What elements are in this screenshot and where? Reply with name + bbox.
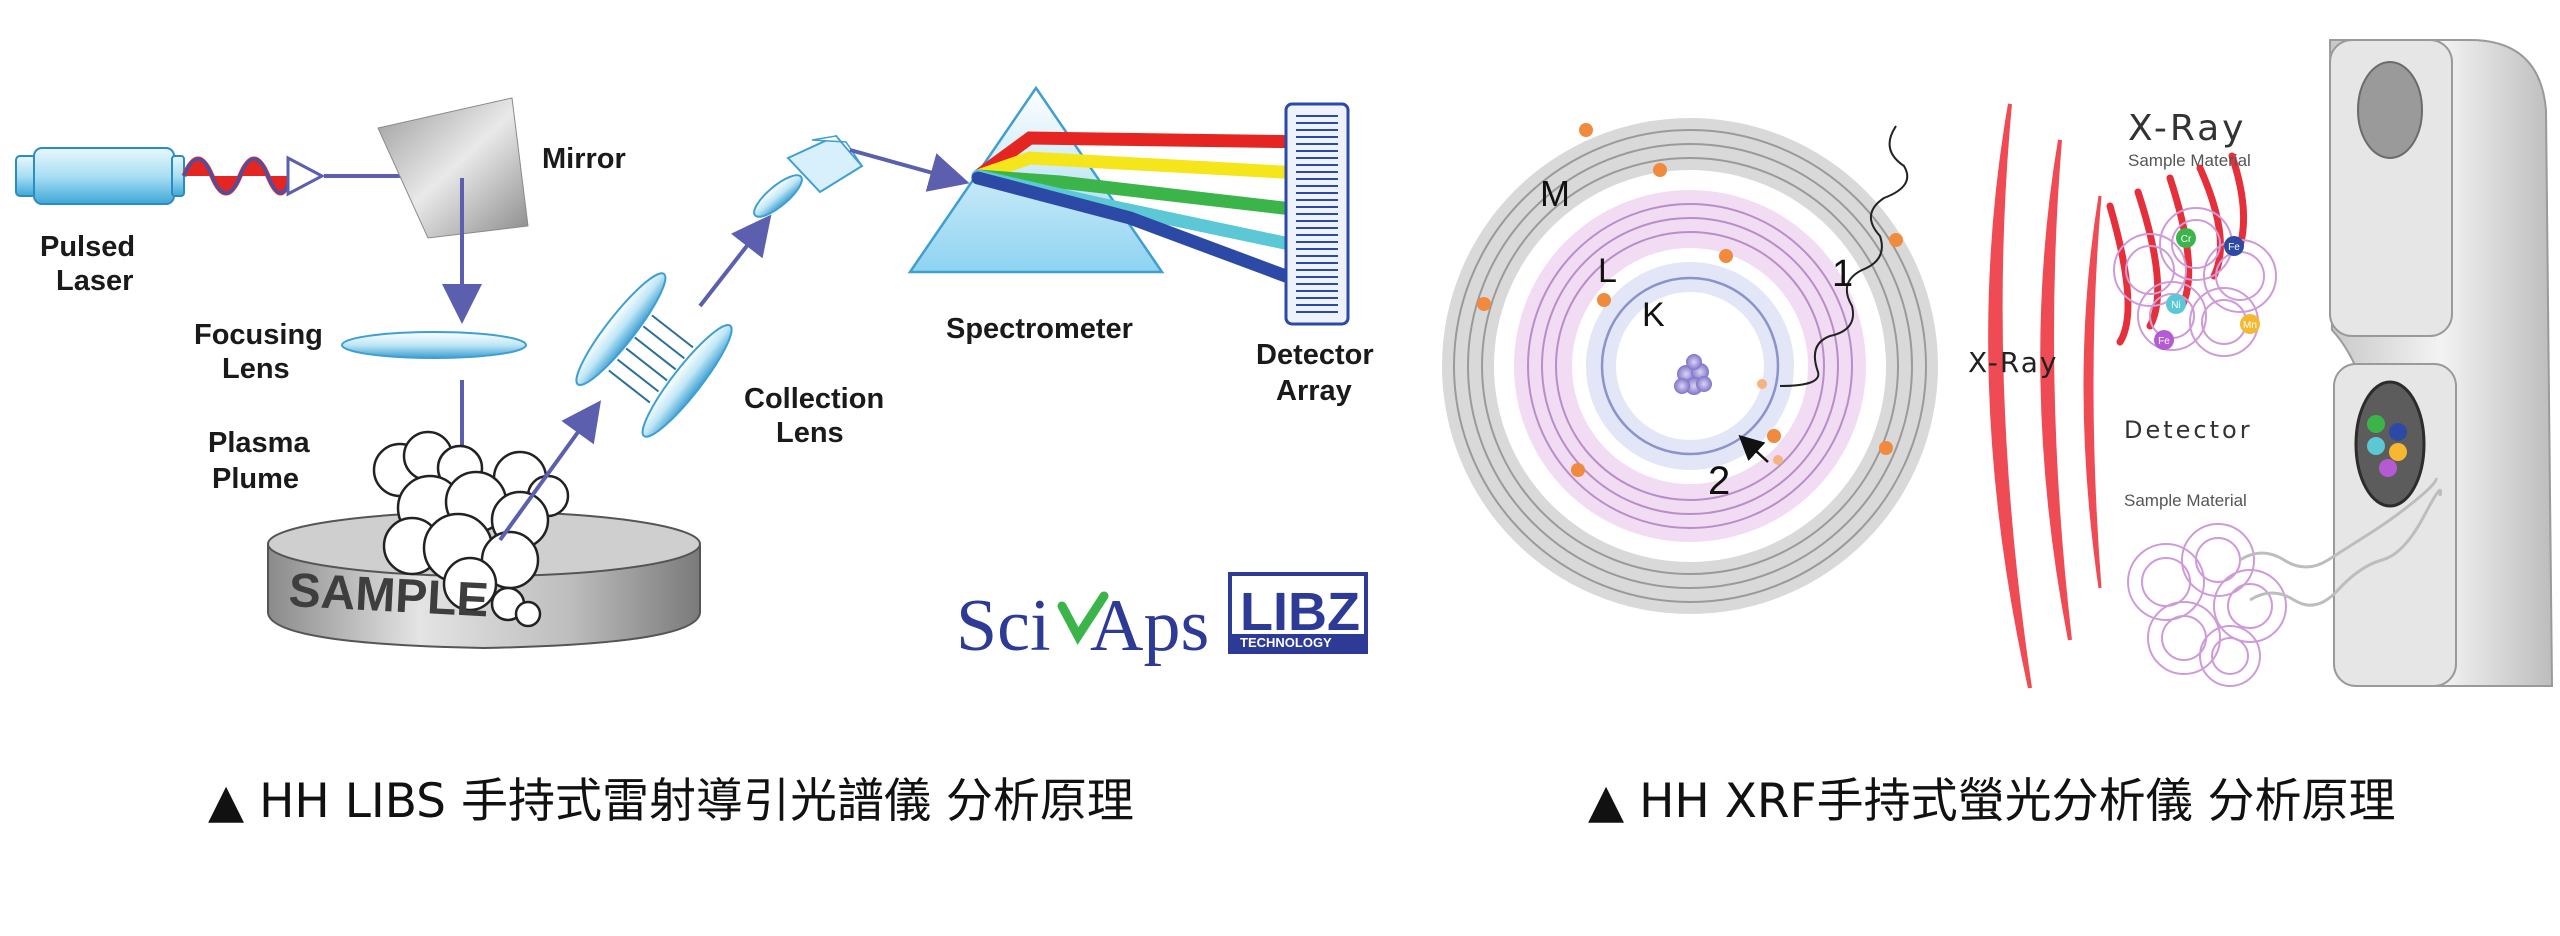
collection-lens bbox=[575, 272, 733, 438]
xray-top-label: X-Ray bbox=[2128, 108, 2246, 149]
sample-material-bottom-label: Sample Material bbox=[2124, 491, 2247, 510]
detector-element-badges bbox=[2367, 415, 2407, 477]
element-symbol: Fe bbox=[2228, 242, 2240, 253]
xrf-diagram: M L K 1 2 X-Ray X-Ray bbox=[1442, 39, 2554, 689]
beam-to-spectrometer bbox=[849, 148, 970, 192]
plasma-plume bbox=[372, 430, 570, 628]
pulsed-laser bbox=[15, 147, 185, 205]
element-symbol: Mn bbox=[2243, 320, 2257, 331]
sample-atoms-bottom bbox=[2127, 523, 2287, 687]
collected-light-beam bbox=[698, 214, 772, 308]
xrf-analyzer-device bbox=[2328, 39, 2554, 687]
label-collection-lens: Lens bbox=[776, 417, 844, 449]
sample-material-top-label: Sample Material bbox=[2128, 151, 2251, 170]
libz-logo-text: LIBZ bbox=[1240, 582, 1360, 642]
dispersed-spectrum bbox=[971, 131, 1325, 295]
focusing-lens bbox=[341, 331, 527, 359]
element-symbol: Ni bbox=[2171, 300, 2180, 311]
detector-label: Detector bbox=[2124, 416, 2253, 444]
detector-array bbox=[1284, 102, 1350, 326]
label-plume: Plume bbox=[212, 463, 299, 495]
transition-2-label: 2 bbox=[1708, 459, 1730, 503]
transition-arrow bbox=[1738, 434, 1769, 463]
mirror bbox=[377, 97, 529, 239]
nucleus bbox=[1674, 354, 1712, 395]
shell-k-label: K bbox=[1642, 296, 1665, 334]
label-detector: Detector bbox=[1256, 339, 1374, 371]
caption-libs: ▲ HH LIBS 手持式雷射導引光譜儀 分析原理 bbox=[208, 774, 1134, 829]
label-sample: SAMPLE bbox=[287, 564, 490, 627]
shell-l-label: L bbox=[1598, 252, 1617, 290]
tube-xray-beam bbox=[2106, 152, 2248, 346]
libs-diagram: Pulsed Laser Mirror Focusing Lens Plasma… bbox=[15, 85, 1374, 667]
element-symbol: Cr bbox=[2181, 234, 2192, 245]
caption-xrf: ▲ HH XRF手持式螢光分析儀 分析原理 bbox=[1588, 774, 2396, 829]
atom-model: M L K 1 2 bbox=[1442, 118, 1938, 614]
label-laser: Laser bbox=[56, 265, 133, 297]
xray-center-label: X-Ray bbox=[1968, 346, 2058, 379]
label-spectrometer: Spectrometer bbox=[946, 313, 1133, 345]
libz-logo: LIBZ TECHNOLOGY bbox=[1228, 572, 1368, 654]
emission-to-collection-lens bbox=[498, 400, 602, 542]
libz-logo-subtext: TECHNOLOGY bbox=[1240, 635, 1332, 650]
element-badges-top bbox=[2154, 228, 2260, 350]
label-collection: Collection bbox=[744, 383, 884, 415]
fluorescence-waves bbox=[2239, 477, 2443, 607]
fiber-coupler bbox=[753, 134, 864, 218]
emitted-xray-arcs bbox=[1988, 103, 2102, 689]
incoming-xray-wave bbox=[1779, 125, 1909, 387]
shell-m-label: M bbox=[1540, 173, 1570, 214]
electrons bbox=[1477, 123, 1903, 477]
label-plasma: Plasma bbox=[208, 427, 310, 459]
label-pulsed: Pulsed bbox=[40, 231, 135, 263]
label-mirror: Mirror bbox=[542, 143, 626, 175]
sciaps-logo-right: Aps bbox=[1090, 585, 1209, 667]
label-array: Array bbox=[1276, 375, 1352, 407]
element-symbol: Fe bbox=[2158, 336, 2170, 347]
sciaps-logo-left: Sci bbox=[956, 585, 1051, 667]
label-focusing: Focusing bbox=[194, 319, 323, 351]
sciaps-logo: Sci Aps bbox=[956, 585, 1209, 667]
transition-1-label: 1 bbox=[1832, 253, 1853, 295]
label-focusing-lens: Lens bbox=[222, 353, 290, 385]
laser-output-arrow bbox=[286, 155, 326, 197]
